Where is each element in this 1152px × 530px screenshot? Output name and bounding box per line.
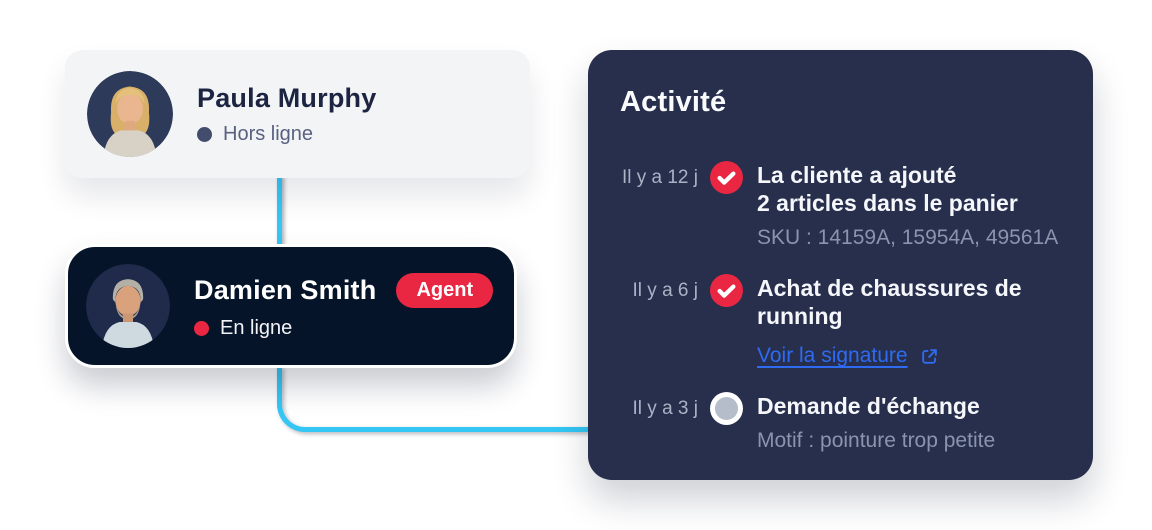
status-dot-online	[194, 320, 209, 336]
activity-item-exchange: Il y a 3 j Demande d'échange Motif : poi…	[620, 392, 1067, 453]
activity-item-meta: SKU : 14159A, 15954A, 49561A	[757, 226, 1059, 249]
connector-line-vertical	[277, 176, 282, 246]
activity-panel: Activité Il y a 12 j La cliente a ajouté…	[588, 50, 1093, 480]
status-label: En ligne	[220, 316, 293, 339]
activity-timeline: Il y a 12 j La cliente a ajouté 2 articl…	[620, 161, 1067, 453]
activity-item-title: La cliente a ajouté 2 articles dans le p…	[757, 162, 1018, 216]
activity-timestamp: Il y a 12 j	[621, 167, 698, 188]
activity-item-meta: Motif : pointure trop petite	[757, 429, 996, 452]
activity-panel-title: Activité	[620, 86, 727, 118]
activity-item-cart: Il y a 12 j La cliente a ajouté 2 articl…	[620, 161, 1067, 250]
connector-line-elbow	[277, 366, 588, 432]
activity-item-title: Demande d'échange	[757, 393, 980, 419]
contact-card-damien[interactable]: Damien Smith Agent En ligne	[65, 244, 517, 368]
check-circle-icon	[710, 274, 743, 307]
agent-badge: Agent	[396, 272, 494, 308]
activity-timestamp: Il y a 6 j	[632, 280, 698, 301]
activity-item-title: Achat de chaussures de running	[757, 275, 1022, 329]
pending-circle-icon	[710, 392, 743, 425]
contact-name: Paula Murphy	[197, 82, 377, 113]
activity-timestamp: Il y a 3 j	[632, 398, 698, 419]
contact-card-paula[interactable]: Paula Murphy Hors ligne	[65, 50, 530, 178]
status-dot-offline	[197, 126, 212, 142]
activity-item-purchase: Il y a 6 j Achat de chaussures de runnin…	[620, 274, 1067, 368]
status-label: Hors ligne	[223, 122, 314, 145]
external-link-icon	[920, 347, 939, 366]
contact-name: Damien Smith	[194, 274, 377, 305]
avatar-damien	[86, 264, 170, 348]
signature-link[interactable]: Voir la signature	[757, 344, 908, 367]
check-circle-icon	[710, 161, 743, 194]
avatar-paula	[87, 71, 173, 157]
